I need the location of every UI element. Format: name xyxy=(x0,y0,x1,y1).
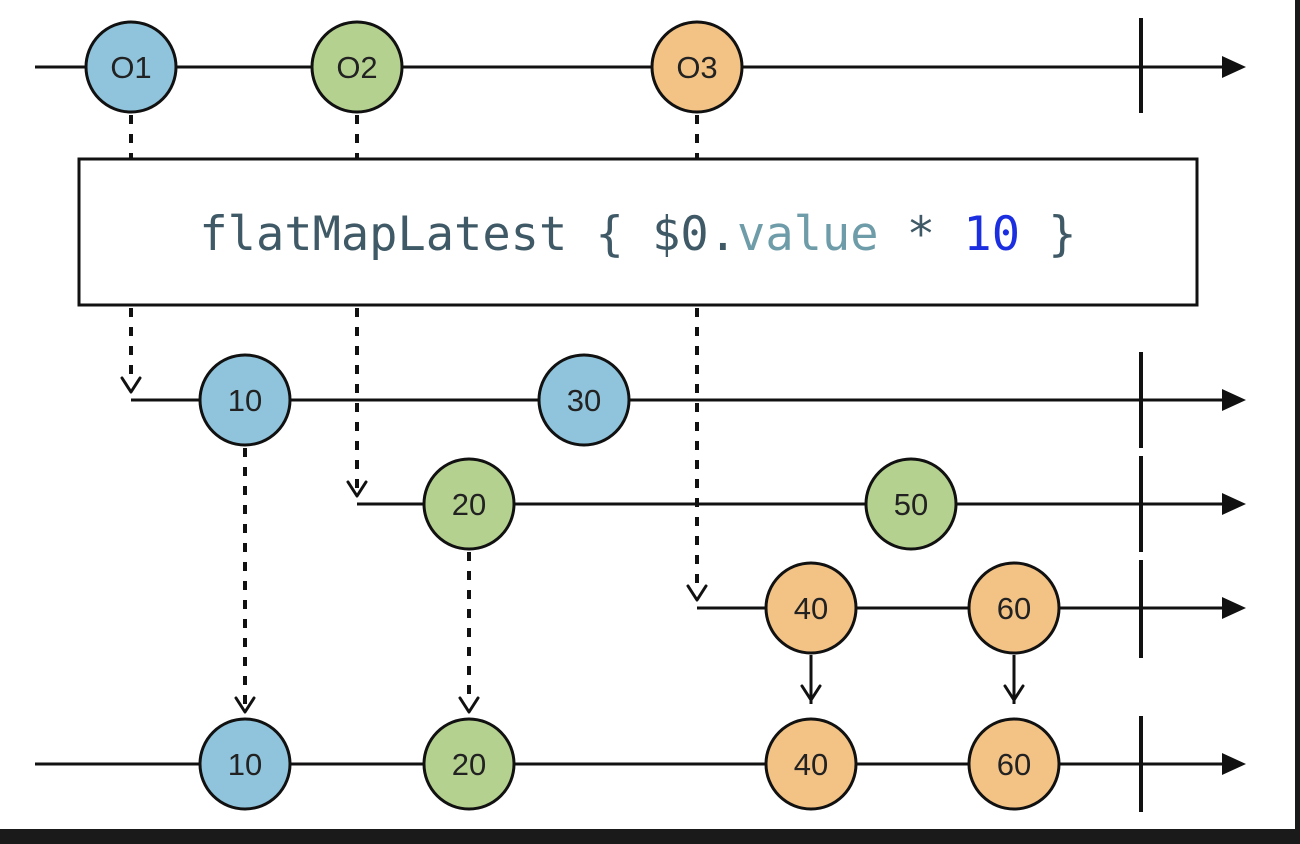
inner-marble-50: 50 xyxy=(864,457,958,551)
inner-marble-10: 10 xyxy=(198,353,292,447)
output-marble-40-circle xyxy=(764,717,858,811)
connector-10-arrowhead xyxy=(234,696,256,714)
source-connectors xyxy=(129,115,699,592)
connector-60-arrowhead xyxy=(1003,684,1025,702)
operator-token-plain: * xyxy=(879,207,964,262)
output-connector-arrows xyxy=(234,684,1025,714)
inner-stream-2-marbles: 20 50 xyxy=(422,457,958,551)
output-marble-10: 10 xyxy=(198,717,292,811)
output-marble-10-label: 10 xyxy=(228,747,262,782)
inner-stream-1-marbles: 10 30 xyxy=(198,353,631,447)
inner-stream-3-arrowhead xyxy=(1222,597,1246,619)
inner-marble-60-circle xyxy=(967,561,1061,655)
source-marble-o2-label: O2 xyxy=(336,50,377,85)
operator-token-property: value xyxy=(737,207,878,262)
output-marble-10-circle xyxy=(198,717,292,811)
connector-20-arrowhead xyxy=(458,696,480,714)
inner-stream-1-arrowhead xyxy=(1222,389,1246,411)
output-connector-solid xyxy=(809,655,1016,704)
inner-marble-10-label: 10 xyxy=(228,383,262,418)
inner-marble-20: 20 xyxy=(422,457,516,551)
inner-marble-40: 40 xyxy=(764,561,858,655)
output-marble-60-label: 60 xyxy=(997,747,1031,782)
inner-stream-2-arrowhead xyxy=(1222,493,1246,515)
output-marble-20-label: 20 xyxy=(452,747,486,782)
inner-stream-1 xyxy=(131,352,1246,448)
operator-token-number: 10 xyxy=(963,207,1020,262)
output-marble-60-circle xyxy=(967,717,1061,811)
operator-token-plain: flatMapLatest { $0. xyxy=(199,207,737,262)
output-marble-40: 40 xyxy=(764,717,858,811)
inner-marble-30-label: 30 xyxy=(567,383,601,418)
operator-box-frame xyxy=(77,157,1199,307)
inner-marble-50-label: 50 xyxy=(894,487,928,522)
source-marbles: O1 O2 O3 xyxy=(84,20,744,114)
output-marble-60: 60 xyxy=(967,717,1061,811)
o3-connector-arrowhead xyxy=(686,584,708,602)
source-marble-o2-circle xyxy=(310,20,404,114)
output-marbles: 10 20 40 60 xyxy=(198,717,1061,811)
output-connectors xyxy=(243,448,471,704)
source-marble-o1-circle xyxy=(84,20,178,114)
o1-connector-arrowhead xyxy=(120,376,142,394)
connector-40-arrowhead xyxy=(800,684,822,702)
source-timeline-arrowhead xyxy=(1222,56,1246,78)
output-timeline-arrowhead xyxy=(1222,753,1246,775)
inner-marble-20-circle xyxy=(422,457,516,551)
o2-connector-arrowhead xyxy=(346,480,368,498)
inner-marble-30-circle xyxy=(537,353,631,447)
inner-marble-30: 30 xyxy=(537,353,631,447)
output-marble-20: 20 xyxy=(422,717,516,811)
inner-marble-40-label: 40 xyxy=(794,591,828,626)
output-marble-40-label: 40 xyxy=(794,747,828,782)
source-marble-o3-label: O3 xyxy=(676,50,717,85)
output-marble-20-circle xyxy=(422,717,516,811)
inner-marble-20-label: 20 xyxy=(452,487,486,522)
source-marble-o3: O3 xyxy=(650,20,744,114)
inner-marble-60: 60 xyxy=(967,561,1061,655)
operator-label: flatMapLatest { $0.value * 10 } xyxy=(199,207,1076,262)
source-marble-o1: O1 xyxy=(84,20,178,114)
source-marble-o3-circle xyxy=(650,20,744,114)
source-marble-o1-label: O1 xyxy=(110,50,151,85)
source-marble-o2: O2 xyxy=(310,20,404,114)
inner-marble-60-label: 60 xyxy=(997,591,1031,626)
inner-marble-50-circle xyxy=(864,457,958,551)
inner-marble-40-circle xyxy=(764,561,858,655)
operator-box: flatMapLatest { $0.value * 10 } xyxy=(77,157,1199,307)
source-timeline xyxy=(35,18,1246,113)
source-connector-arrows xyxy=(120,376,708,602)
inner-marble-10-circle xyxy=(198,353,292,447)
inner-stream-3-marbles: 40 60 xyxy=(764,561,1061,655)
operator-token-plain: } xyxy=(1020,207,1077,262)
